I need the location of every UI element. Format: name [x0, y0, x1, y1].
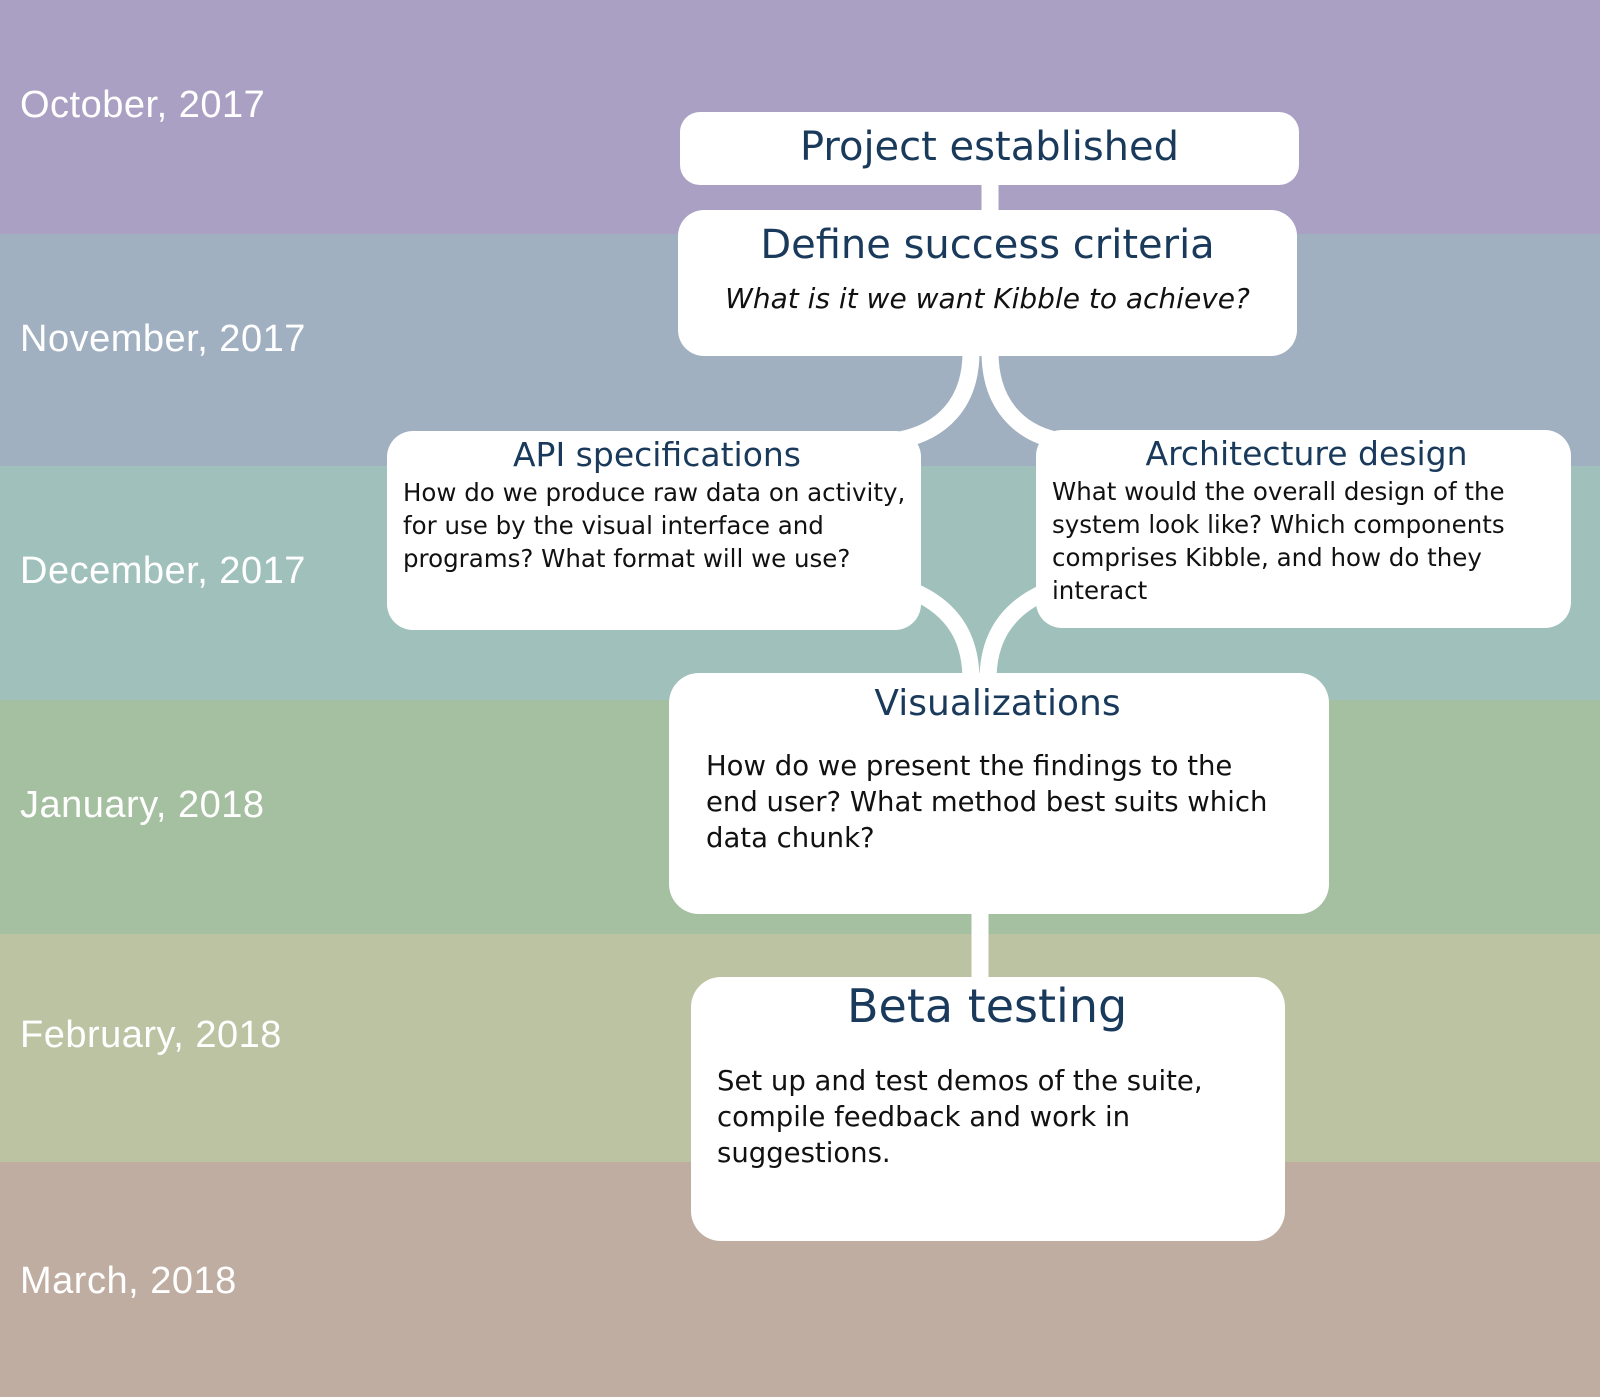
node-body: How do we produce raw data on activity, … [403, 478, 906, 573]
month-label: December, 2017 [20, 550, 306, 592]
node-title: API specifications [512, 435, 801, 474]
month-label: February, 2018 [20, 1014, 282, 1056]
connector-define-api [898, 351, 980, 449]
node-project-established: Project established [680, 112, 1299, 185]
month-label: March, 2018 [20, 1260, 237, 1302]
node-api-specifications: API specifications How do we produce raw… [387, 431, 921, 630]
node-architecture-design: Architecture design What would the overa… [1036, 430, 1571, 628]
node-beta-testing: Beta testing Set up and test demos of th… [691, 977, 1285, 1241]
node-title: Beta testing [847, 979, 1128, 1033]
node-body: How do we present the findings to the en… [706, 750, 1268, 854]
node-body: What would the overall design of the sys… [1052, 477, 1505, 605]
month-label: November, 2017 [20, 318, 306, 360]
node-define-success-criteria: Define success criteria What is it we wa… [678, 210, 1297, 356]
node-body: What is it we want Kibble to achieve? [725, 282, 1250, 315]
node-body: Set up and test demos of the suite, comp… [717, 1065, 1203, 1169]
node-title: Architecture design [1145, 434, 1468, 473]
month-label: January, 2018 [20, 784, 265, 826]
connector-arch-vis [979, 584, 1049, 681]
month-label: October, 2017 [20, 84, 266, 126]
band-november-2017: November, 2017 [0, 234, 1600, 466]
node-title: Project established [799, 124, 1180, 170]
node-title: Define success criteria [760, 222, 1215, 268]
connector-api-vis [911, 584, 980, 681]
connector-define-arch [981, 351, 1058, 449]
node-title: Visualizations [874, 683, 1121, 724]
node-visualizations: Visualizations How do we present the fin… [669, 673, 1329, 914]
